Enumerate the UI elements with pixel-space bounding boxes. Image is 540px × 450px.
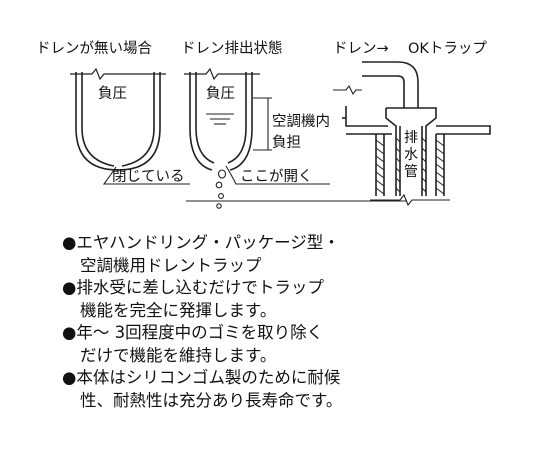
- closed-label: 閉じている: [112, 169, 185, 185]
- draining-pressure-label: 負圧: [206, 85, 235, 102]
- feature-item-2-line1: ●排水受に差し込むだけでトラップ: [62, 278, 324, 297]
- draining-caption: ドレン排出状態: [181, 40, 283, 57]
- no-drain-cut-line: [70, 67, 166, 81]
- drain-pipe-cut-line: [370, 193, 450, 207]
- feature-item-4-line1: ●本体はシリコンゴム製のために耐候: [62, 368, 341, 387]
- feature-item-3: ●年～ 3回程度中のゴミを取り除く だけで機能を維持します。: [62, 322, 532, 367]
- load-label-line1: 空調機内: [272, 113, 330, 130]
- feature-item-4-line2: 性、耐熱性は充分あり長寿命です。: [80, 390, 343, 410]
- feature-item-1-line1: ●エヤハンドリング・パッケージ型・: [62, 233, 340, 252]
- draining-trap-body: [189, 72, 253, 171]
- draining-cut-line: [184, 67, 260, 81]
- pipe-label-3: 管: [404, 164, 418, 180]
- feature-item-3-line1: ●年～ 3回程度中のゴミを取り除く: [62, 323, 324, 342]
- feature-item-2-line2: 機能を完全に発揮します。: [80, 300, 277, 320]
- pipe-label-2: 水: [404, 147, 418, 163]
- feature-item-1-line2: 空調機用ドレントラップ: [80, 255, 262, 275]
- load-dimension-line: [253, 97, 272, 151]
- closed-leader-line: [102, 166, 190, 185]
- pipe-threads: [375, 137, 445, 195]
- no-drain-trap-body: [75, 72, 161, 171]
- no-drain-pressure-label: 負圧: [98, 85, 127, 102]
- pipe-label-1: 排: [404, 130, 418, 146]
- feature-list: ●エヤハンドリング・パッケージ型・ 空調機用ドレントラップ ●排水受に差し込むだ…: [62, 232, 532, 412]
- drain-arrow-label: ドレン→: [333, 41, 389, 57]
- drain-droplets: [215, 169, 227, 209]
- opens-leader-line: [225, 165, 330, 185]
- feature-item-1: ●エヤハンドリング・パッケージ型・ 空調機用ドレントラップ: [62, 232, 532, 277]
- drain-pan-cut-line: [333, 84, 362, 96]
- opens-label: ここが開く: [240, 168, 313, 185]
- feature-item-2: ●排水受に差し込むだけでトラップ 機能を完全に発揮します。: [62, 277, 532, 322]
- no-drain-caption: ドレンが無い場合: [36, 40, 152, 57]
- ok-trap-label: OKトラップ: [408, 40, 487, 57]
- trap-insert: [385, 107, 437, 196]
- trap-elbow: [362, 61, 419, 108]
- feature-item-4: ●本体はシリコンゴム製のために耐候 性、耐熱性は充分あり長寿命です。: [62, 367, 532, 412]
- load-label-line2: 負担: [272, 134, 301, 151]
- feature-item-3-line2: だけで機能を維持します。: [80, 345, 277, 365]
- water-level-lines: [206, 113, 234, 125]
